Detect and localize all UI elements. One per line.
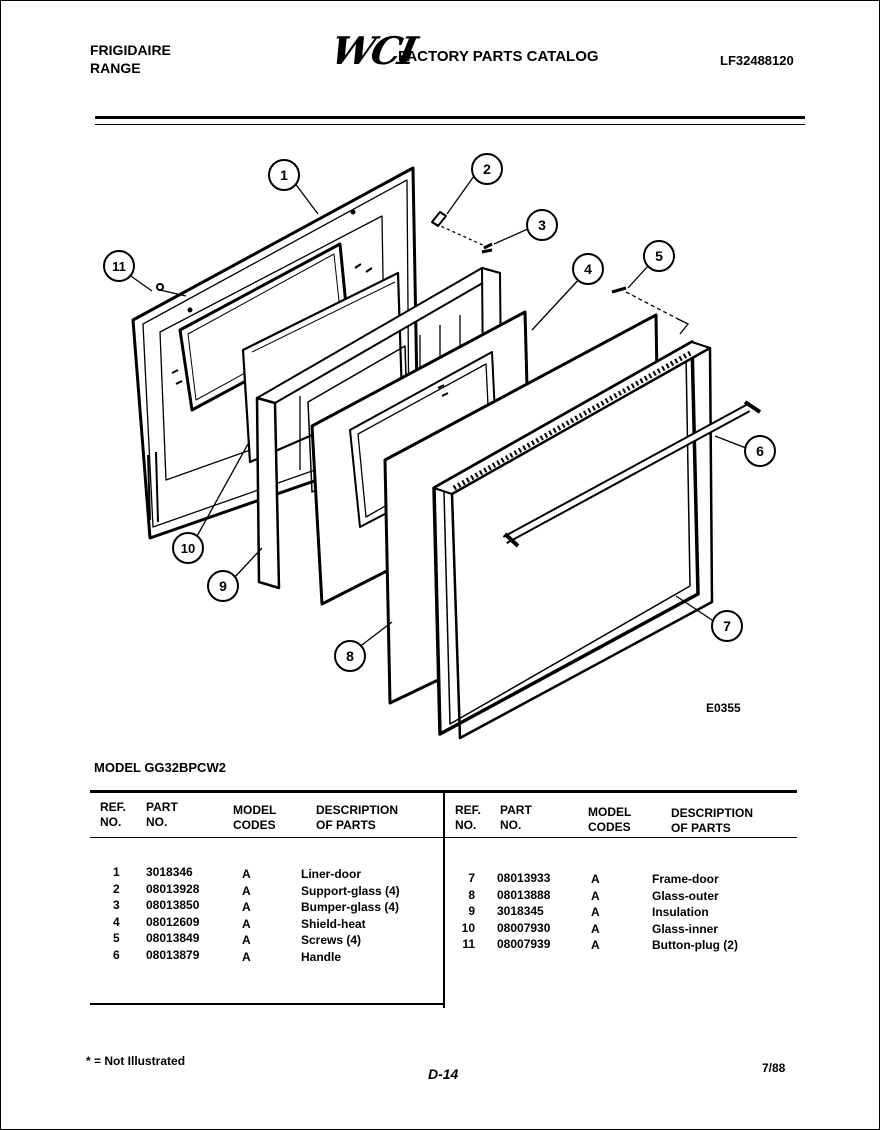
callout-9-label: 9 (219, 578, 227, 594)
catalog-date: 7/88 (762, 1061, 786, 1075)
catalog-number: LF32488120 (720, 53, 794, 68)
diagram-code: E0355 (706, 701, 741, 715)
callout-10 (172, 532, 204, 564)
callout-11 (103, 250, 135, 282)
left-header-ref: REF.NO. (100, 800, 127, 829)
not-illustrated-note: * = Not Illustrated (86, 1054, 186, 1068)
callout-8-label: 8 (346, 648, 354, 664)
model-line: MODEL GG32BPCW2 (94, 760, 226, 775)
bumper-glass-part (481, 242, 493, 254)
callout-4-label: 4 (584, 261, 592, 277)
right-header-ref: REF.NO. (455, 803, 482, 832)
callout-6-label: 6 (756, 443, 764, 459)
callout-3-label: 3 (538, 217, 546, 233)
callout-8 (334, 640, 366, 672)
callout-2-label: 2 (483, 161, 491, 177)
callout-2 (471, 153, 503, 185)
callout-5-label: 5 (655, 248, 663, 264)
callout-1-label: 1 (280, 167, 288, 183)
screw-part (611, 286, 627, 294)
callout-9 (207, 570, 239, 602)
header-rule-thin (95, 124, 805, 125)
handle-part (502, 400, 762, 548)
callout-11-label: 11 (112, 259, 126, 274)
callout-1 (268, 159, 300, 191)
callout-10-label: 10 (181, 541, 195, 556)
page-number: D-14 (428, 1066, 459, 1082)
table-center-divider (443, 790, 445, 1008)
callout-7 (711, 610, 743, 642)
callout-4 (572, 253, 604, 285)
support-glass-part (431, 211, 447, 227)
header-rule-thick (95, 116, 805, 119)
brand-line-1: FRIGIDAIRE (90, 42, 171, 58)
button-plug-part (156, 283, 164, 291)
callout-3 (526, 209, 558, 241)
callout-7-label: 7 (723, 618, 731, 634)
exploded-diagram: 1 2 3 4 5 6 7 8 9 10 11 E0355 (103, 153, 776, 740)
frame-door-part (432, 340, 714, 740)
callout-5 (643, 240, 675, 272)
brand-line-2: RANGE (90, 60, 141, 76)
callout-6 (744, 435, 776, 467)
table-bottom-rule (90, 1003, 443, 1005)
catalog-title: FACTORY PARTS CATALOG (398, 48, 599, 65)
